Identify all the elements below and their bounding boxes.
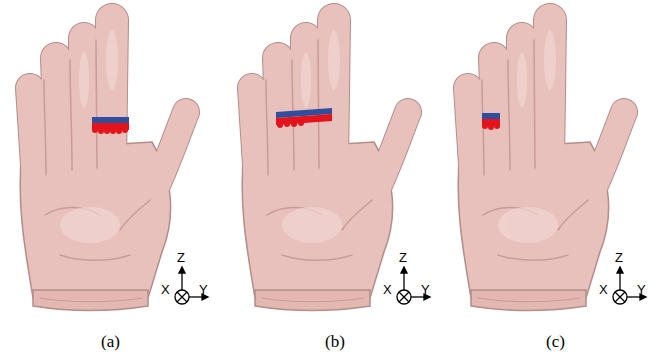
axis-symbol — [613, 267, 646, 304]
hand-model — [242, 20, 408, 311]
panel-caption: (c) — [546, 333, 565, 350]
ring — [482, 113, 500, 130]
hand-model — [458, 20, 624, 311]
axis-label: Z — [615, 251, 623, 264]
hand-model — [20, 20, 186, 311]
axis-label: Y — [421, 283, 430, 296]
axis-label: X — [599, 283, 608, 296]
axis-label: X — [161, 283, 170, 296]
axis-symbol — [397, 267, 430, 304]
axis-label: Y — [199, 283, 208, 296]
axis-label: Y — [637, 283, 646, 296]
axis-label: Z — [177, 251, 185, 264]
axis-symbol — [175, 267, 208, 304]
panel-caption: (b) — [325, 333, 345, 350]
axis-label: X — [383, 283, 392, 296]
panel-caption: (a) — [101, 333, 120, 350]
ring — [276, 108, 332, 128]
axis-label: Z — [399, 251, 407, 264]
ring — [92, 117, 129, 134]
